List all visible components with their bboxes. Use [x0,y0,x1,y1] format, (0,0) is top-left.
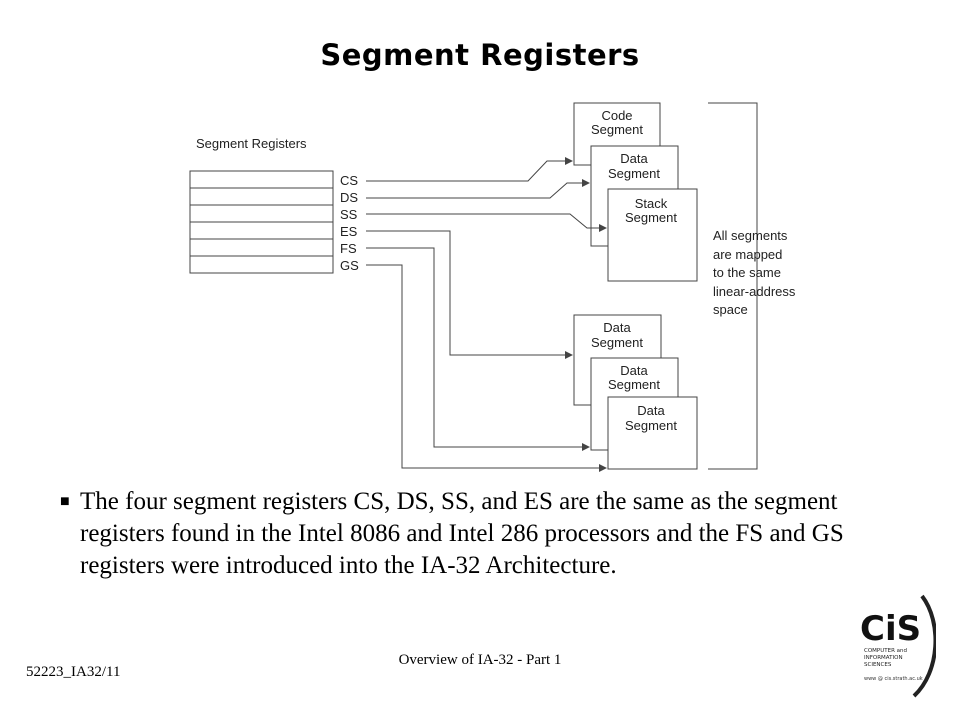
logo-swoosh-icon [912,594,936,698]
note-line-3: to the same [713,265,781,280]
stack-segment-box [607,188,698,282]
code-segment-line2: Segment [591,122,643,137]
note-line-1: All segments [713,228,788,243]
note-line-5: space [713,302,748,317]
register-label-ds: DS [340,190,358,205]
data-segment-top-line2: Segment [608,166,660,181]
stack-segment-line1: Stack [635,196,668,211]
arrow-cs [366,157,573,182]
register-label-gs: GS [340,258,359,273]
register-slot-es [189,221,334,240]
data-segment-2-line2: Segment [608,377,660,392]
register-slot-gs [189,255,334,274]
arrow-es [366,230,573,359]
register-label-es: ES [340,224,358,239]
slide-code: 52223_IA32/11 [26,664,121,680]
data-segment-1-line2: Segment [591,335,643,350]
registers-heading: Segment Registers [196,136,307,151]
register-slot-ds [189,187,334,206]
data-segment-1-line1: Data [603,320,631,335]
register-label-fs: FS [340,241,357,256]
arrow-gs [366,264,607,472]
logo-line1: COMPUTER and [864,648,907,654]
register-slot-ss [189,204,334,223]
register-label-ss: SS [340,207,358,222]
register-slot-cs [189,170,334,189]
logo-wordmark: CiS [860,609,921,649]
arrow-fs [366,247,590,451]
register-stack [189,170,334,274]
arrow-ds [366,179,590,199]
segment-registers-diagram: Segment Registers CS DS SS ES FS GS Code… [189,102,796,472]
note-line-4: linear-address [713,284,796,299]
bullet-square-icon: ■ [60,493,70,510]
logo-line2: INFORMATION [864,655,903,661]
data-segment-2-line1: Data [620,363,648,378]
slide-title: Segment Registers [320,38,640,72]
code-segment-line1: Code [601,108,632,123]
footer-title: Overview of IA-32 - Part 1 [398,652,562,668]
register-label-cs: CS [340,173,358,188]
data-segment-box-3 [607,396,698,470]
cis-logo: CiS COMPUTER and INFORMATION SCIENCES ww… [860,594,936,698]
address-space-bracket [708,102,758,470]
logo-line3: SCIENCES [864,662,892,668]
arrow-ss [366,213,607,232]
data-segment-3-line1: Data [637,403,665,418]
bullet-text: The four segment registers CS, DS, SS, a… [80,488,844,579]
register-slot-fs [189,238,334,257]
logo-url: www @ cis.strath.ac.uk [864,676,923,682]
note-line-2: are mapped [713,247,782,262]
stack-segment-line2: Segment [625,210,677,225]
data-segment-top-line1: Data [620,151,648,166]
bullet-point: ■ The four segment registers CS, DS, SS,… [60,486,880,582]
data-segment-3-line2: Segment [625,418,677,433]
